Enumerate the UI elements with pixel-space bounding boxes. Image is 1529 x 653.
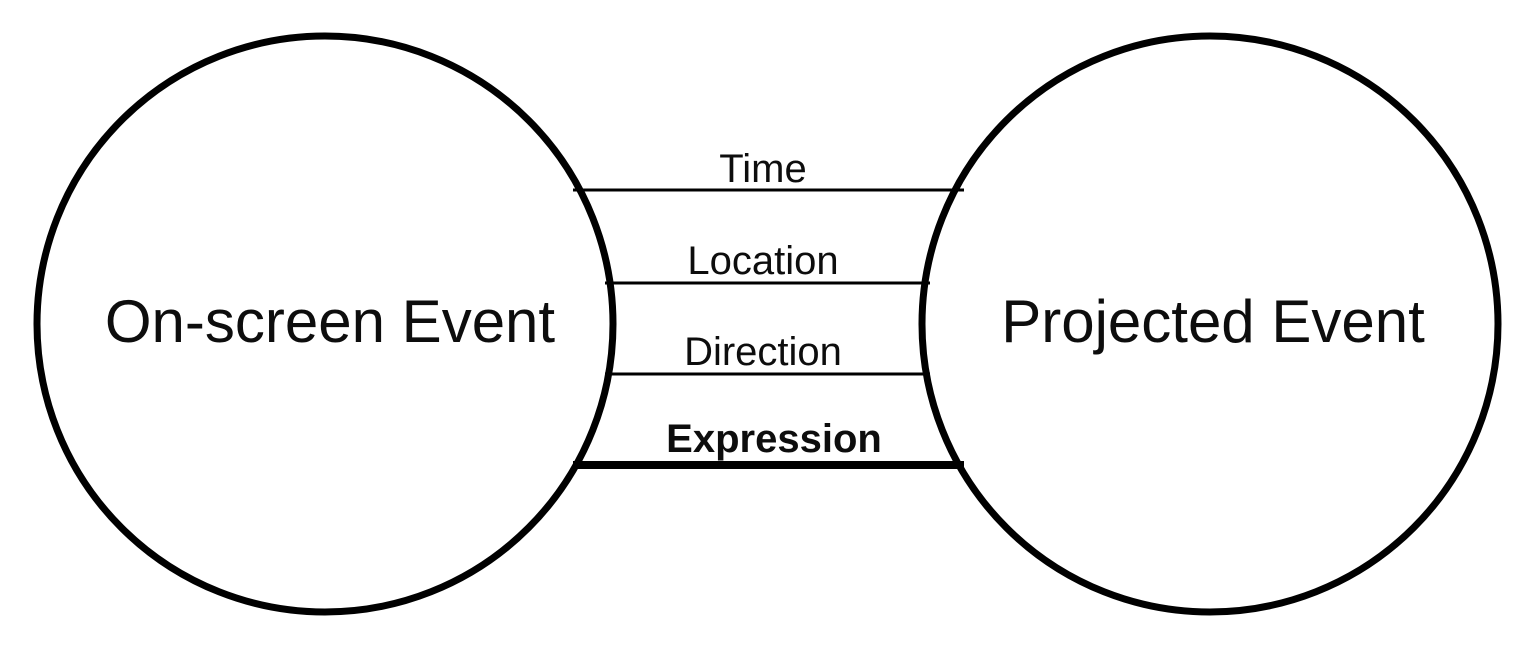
connector-label-time: Time xyxy=(719,147,806,191)
node-circle-projected-event[interactable] xyxy=(918,32,1502,616)
node-label-projected-event: Projected Event xyxy=(1001,288,1425,355)
node-label-on-screen-event: On-screen Event xyxy=(105,288,556,355)
connector-label-direction: Direction xyxy=(684,330,842,374)
connector-label-location: Location xyxy=(687,239,838,283)
connector-label-expression: Expression xyxy=(666,417,882,461)
node-circle-on-screen-event[interactable] xyxy=(33,32,617,616)
